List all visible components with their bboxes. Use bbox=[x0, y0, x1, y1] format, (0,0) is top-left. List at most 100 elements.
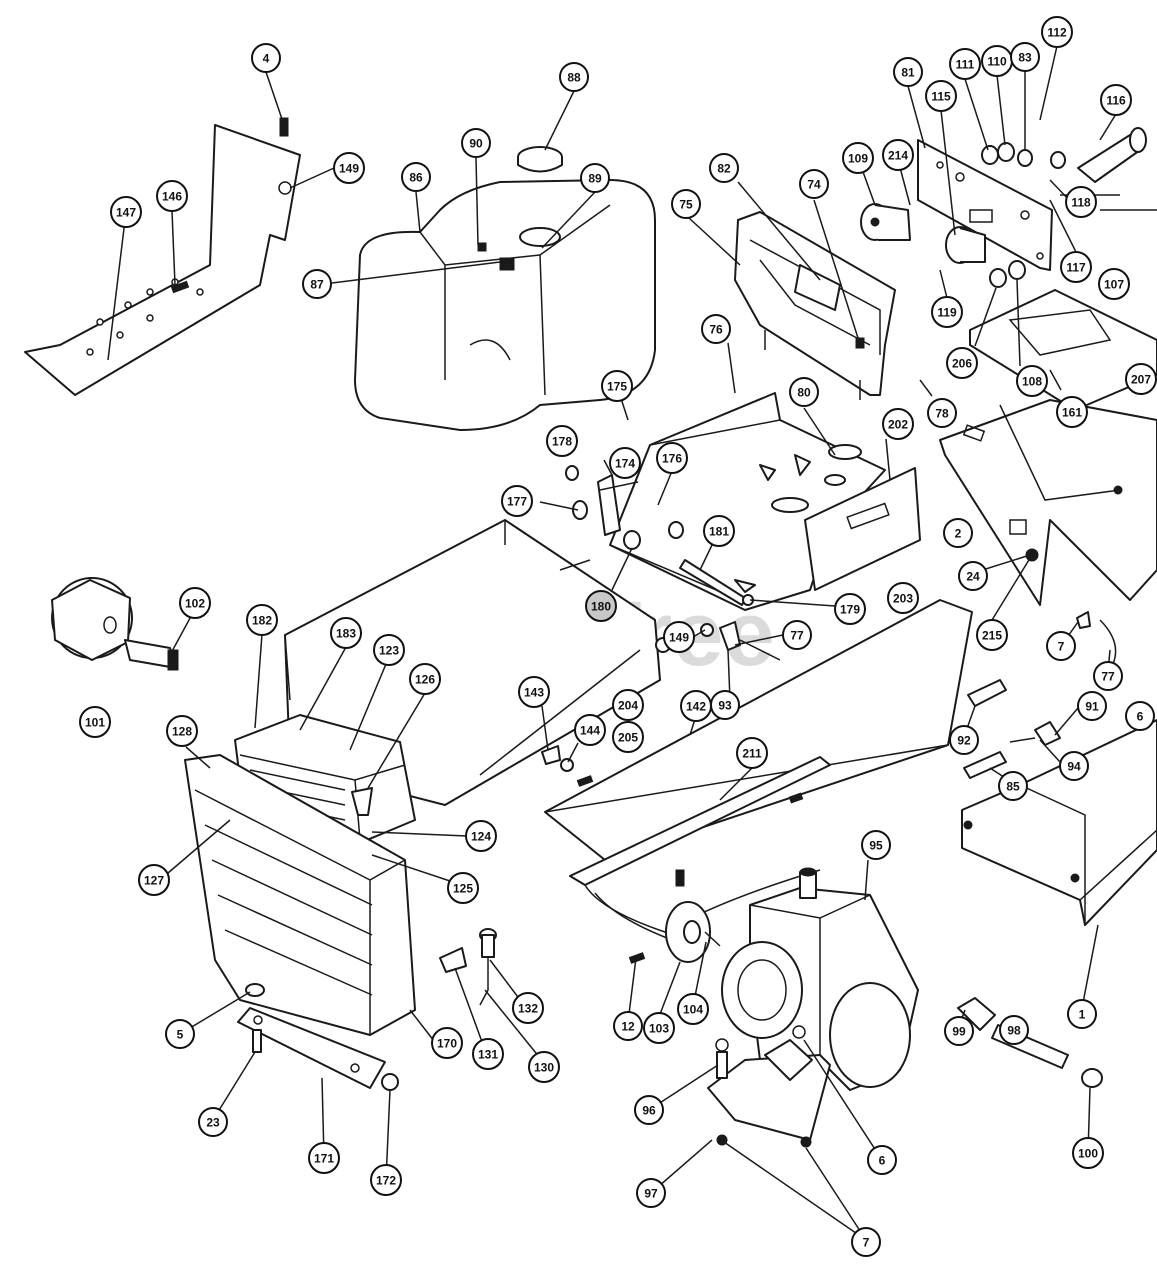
callout-77: 77 bbox=[782, 620, 812, 650]
callout-label: 183 bbox=[336, 627, 356, 641]
callout-circle bbox=[958, 561, 988, 591]
callout-93: 93 bbox=[710, 690, 740, 720]
callout-214: 214 bbox=[882, 139, 914, 171]
callout-124: 124 bbox=[465, 820, 497, 852]
callout-label: 203 bbox=[893, 592, 913, 606]
leader-lines bbox=[107, 45, 1117, 1241]
callout-215: 215 bbox=[976, 619, 1008, 651]
callout-circle bbox=[976, 619, 1008, 651]
callout-circle bbox=[518, 676, 550, 708]
callout-circle bbox=[1072, 1137, 1104, 1169]
callout-circle bbox=[949, 725, 979, 755]
callout-circle bbox=[1010, 42, 1040, 72]
callout-circle bbox=[612, 689, 644, 721]
callout-label: 116 bbox=[1106, 94, 1126, 108]
callout-149: 149 bbox=[333, 152, 365, 184]
callout-label: 78 bbox=[935, 407, 949, 421]
callout-label: 95 bbox=[869, 839, 883, 853]
callout-label: 6 bbox=[879, 1154, 886, 1168]
callout-24: 24 bbox=[958, 561, 988, 591]
callout-circle bbox=[79, 706, 111, 738]
frame-rail-part bbox=[544, 599, 973, 886]
callout-86: 86 bbox=[401, 162, 431, 192]
callout-circle bbox=[1125, 363, 1157, 395]
callout-202: 202 bbox=[882, 408, 914, 440]
lamp-socket-part bbox=[1060, 127, 1157, 211]
callout-label: 103 bbox=[649, 1022, 669, 1036]
callout-109: 109 bbox=[842, 142, 874, 174]
callout-circle bbox=[512, 992, 544, 1024]
callout-circle bbox=[671, 189, 701, 219]
callout-circle bbox=[842, 142, 874, 174]
callout-126: 126 bbox=[409, 663, 441, 695]
callout-88: 88 bbox=[559, 62, 589, 92]
callout-183: 183 bbox=[330, 617, 362, 649]
callout-107: 107 bbox=[1098, 268, 1130, 300]
battery-tray-part bbox=[24, 117, 301, 396]
callout-142: 142 bbox=[680, 690, 712, 722]
callout-label: 107 bbox=[1104, 278, 1124, 292]
callout-label: 77 bbox=[1101, 670, 1115, 684]
callout-circle bbox=[663, 621, 695, 653]
callout-6: 6 bbox=[1125, 701, 1155, 731]
callout-circle bbox=[867, 1145, 897, 1175]
callout-label: 110 bbox=[987, 55, 1007, 69]
callout-label: 132 bbox=[518, 1002, 538, 1016]
callout-circle bbox=[138, 864, 170, 896]
callout-label: 172 bbox=[376, 1174, 396, 1188]
callout-label: 97 bbox=[644, 1187, 658, 1201]
callout-circle bbox=[373, 634, 405, 666]
callout-circle bbox=[861, 830, 891, 860]
callout-label: 12 bbox=[621, 1020, 635, 1034]
callout-circle bbox=[330, 617, 362, 649]
callout-label: 81 bbox=[901, 66, 915, 80]
callout-circle bbox=[251, 43, 281, 73]
nose-bracket-part bbox=[237, 983, 399, 1091]
callout-176: 176 bbox=[656, 442, 688, 474]
callout-label: 96 bbox=[642, 1104, 656, 1118]
callout-83: 83 bbox=[1010, 42, 1040, 72]
callout-label: 181 bbox=[709, 525, 729, 539]
callout-103: 103 bbox=[643, 1012, 675, 1044]
callout-circle bbox=[613, 1011, 643, 1041]
callout-203: 203 bbox=[887, 582, 919, 614]
callout-6: 6 bbox=[867, 1145, 897, 1175]
callout-92: 92 bbox=[949, 725, 979, 755]
callout-circle bbox=[179, 587, 211, 619]
callout-label: 98 bbox=[1007, 1024, 1021, 1038]
callout-circle bbox=[609, 447, 641, 479]
callout-label: 205 bbox=[618, 731, 638, 745]
callout-131: 131 bbox=[472, 1038, 504, 1070]
callout-172: 172 bbox=[370, 1164, 402, 1196]
callout-label: 74 bbox=[807, 178, 821, 192]
callout-96: 96 bbox=[634, 1095, 664, 1125]
callout-label: 131 bbox=[478, 1048, 498, 1062]
callout-circle bbox=[887, 582, 919, 614]
callout-label: 24 bbox=[966, 570, 980, 584]
belt-pulley-part bbox=[584, 869, 821, 964]
callout-104: 104 bbox=[677, 993, 709, 1025]
callout-circle bbox=[198, 1107, 228, 1137]
callout-label: 211 bbox=[742, 747, 762, 761]
callout-111: 111 bbox=[949, 48, 981, 80]
panel-plate-part bbox=[917, 139, 1053, 271]
callout-80: 80 bbox=[789, 377, 819, 407]
callout-label: 142 bbox=[686, 700, 706, 714]
callout-label: 149 bbox=[339, 162, 359, 176]
callout-circle bbox=[585, 590, 617, 622]
callout-circle bbox=[1125, 701, 1155, 731]
callout-label: 144 bbox=[580, 724, 600, 738]
callout-label: 5 bbox=[177, 1028, 184, 1042]
callout-112: 112 bbox=[1041, 16, 1073, 48]
parts-drawing bbox=[24, 117, 1157, 1148]
callout-75: 75 bbox=[671, 189, 701, 219]
callout-182: 182 bbox=[246, 604, 278, 636]
callout-circle bbox=[882, 139, 914, 171]
callout-label: 118 bbox=[1071, 196, 1091, 210]
callout-circle bbox=[409, 663, 441, 695]
callout-label: 76 bbox=[709, 323, 723, 337]
callout-circle bbox=[882, 408, 914, 440]
callout-181: 181 bbox=[703, 515, 735, 547]
